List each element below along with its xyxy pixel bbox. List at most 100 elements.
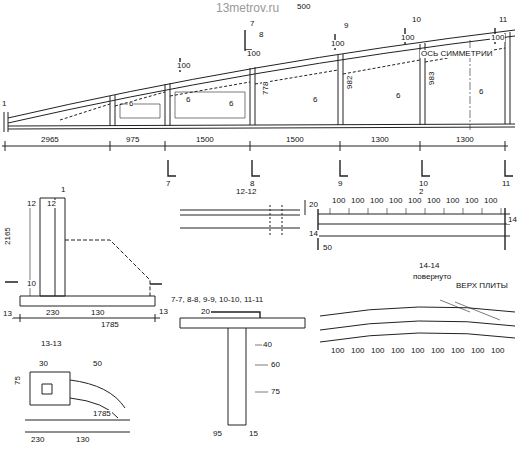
dimension-label: 230 <box>30 436 45 444</box>
dimension-label: 100 <box>369 197 384 205</box>
dimension-label: 100 <box>388 197 403 205</box>
truss-elevation <box>8 36 515 123</box>
truss-elevation <box>4 30 515 132</box>
dimension-label: 20 <box>200 308 211 316</box>
truss-elevation <box>120 92 245 118</box>
dimension-label: 9 <box>337 180 343 188</box>
dimension-label: 100 <box>464 197 479 205</box>
dimension-label: 95 <box>212 430 223 438</box>
dimension-label: 100 <box>450 347 465 355</box>
detail-1 <box>12 314 160 322</box>
dimension-label: 11 <box>501 180 511 188</box>
detail-2 <box>320 307 515 342</box>
dimension-label: 130 <box>75 436 90 444</box>
dimension-line <box>5 141 505 151</box>
detail-2 <box>318 205 515 342</box>
dimension-label: 75 <box>14 375 22 386</box>
detail-1 <box>40 198 65 296</box>
dimension-label: ОСЬ СИММЕТРИИ <box>420 50 493 58</box>
dimension-line <box>2 146 508 147</box>
section-marks <box>168 28 513 176</box>
dimension-label: 983 <box>428 71 436 86</box>
rib-section <box>180 318 305 328</box>
dimension-label: 75 <box>270 388 281 396</box>
truss-elevation <box>110 95 115 126</box>
truss-elevation <box>60 48 505 120</box>
dimension-label: 100 <box>390 347 405 355</box>
rib-section <box>210 312 260 318</box>
truss-elevation <box>250 67 255 125</box>
detail-13-13 <box>25 372 130 432</box>
dimension-label: 1300 <box>455 136 475 144</box>
dimension-label: 14 <box>507 216 518 224</box>
truss-elevation <box>165 83 170 126</box>
detail-1 <box>55 198 56 296</box>
dimension-label: 14 <box>308 230 319 238</box>
dimension-label: 7 <box>249 20 255 28</box>
rib-section <box>180 312 305 425</box>
dimension-label: 50 <box>92 360 103 368</box>
dimension-label: 40 <box>262 341 273 349</box>
dimension-label: 100 <box>246 50 261 58</box>
dimension-label: 20 <box>308 201 319 209</box>
dimension-label: 100 <box>330 40 345 48</box>
dimension-label: 100 <box>490 347 505 355</box>
dimension-label: 1785 <box>100 321 120 329</box>
detail-12-12 <box>270 205 282 235</box>
dimension-label: 6 <box>395 92 401 100</box>
dimension-label: 2 <box>418 188 424 196</box>
dimension-label: 60 <box>270 361 281 369</box>
dimension-label: 13-13 <box>40 340 62 348</box>
dimension-label: 10 <box>26 280 37 288</box>
detail-13-13 <box>70 380 125 418</box>
dimension-label: 100 <box>400 34 415 42</box>
dimension-label: 30 <box>38 360 49 368</box>
detail-2 <box>330 208 501 214</box>
dimension-label: 50 <box>322 244 333 252</box>
dimension-label: повернуто <box>412 273 452 281</box>
dimension-label: 100 <box>445 197 460 205</box>
detail-2 <box>318 214 510 236</box>
rib-section <box>228 328 246 425</box>
dimension-label: 10 <box>418 180 429 188</box>
dimension-label: 100 <box>350 347 365 355</box>
dimension-label: 100 <box>483 197 498 205</box>
dimension-label: 10 <box>411 16 422 24</box>
dimension-label: 8 <box>258 31 264 39</box>
dimension-label: 1785 <box>92 410 112 418</box>
dimension-label: 13 <box>2 310 13 318</box>
detail-12-12 <box>180 200 305 235</box>
detail-1 <box>20 296 155 306</box>
dimension-label: 9 <box>343 22 349 30</box>
watermark: 13metrov.ru <box>215 2 280 14</box>
dimension-label: 13 <box>158 308 169 316</box>
truss-elevation <box>8 127 515 129</box>
dimension-label: 14-14 <box>418 262 440 270</box>
dimension-label: 100 <box>410 347 425 355</box>
dimension-label: 100 <box>430 347 445 355</box>
dimension-label: 1500 <box>285 136 305 144</box>
dimension-label: 11 <box>498 16 508 24</box>
dimension-label: 100 <box>490 34 505 42</box>
detail-13-13 <box>42 384 52 394</box>
dimension-label: 1500 <box>195 136 215 144</box>
dimension-label: 2965 <box>40 136 60 144</box>
truss-elevation <box>505 32 510 124</box>
dimension-label: 12 <box>46 200 57 208</box>
dimension-label: 130 <box>90 309 105 317</box>
detail-1 <box>5 198 162 322</box>
dimension-label: 15 <box>248 430 259 438</box>
dimension-label: 100 <box>407 197 422 205</box>
detail-13-13 <box>30 372 70 405</box>
dimension-label: 500 <box>296 3 311 11</box>
dimension-label: 100 <box>370 347 385 355</box>
detail-2 <box>440 300 500 320</box>
truss-elevation <box>8 30 515 118</box>
dimension-label: 6 <box>128 100 134 108</box>
detail-2 <box>318 205 505 250</box>
dimension-label: 12 <box>26 200 37 208</box>
dimension-line <box>2 141 508 151</box>
detail-12-12 <box>305 200 306 215</box>
dimension-label: 7-7, 8-8, 9-9, 10-10, 11-11 <box>170 296 264 304</box>
